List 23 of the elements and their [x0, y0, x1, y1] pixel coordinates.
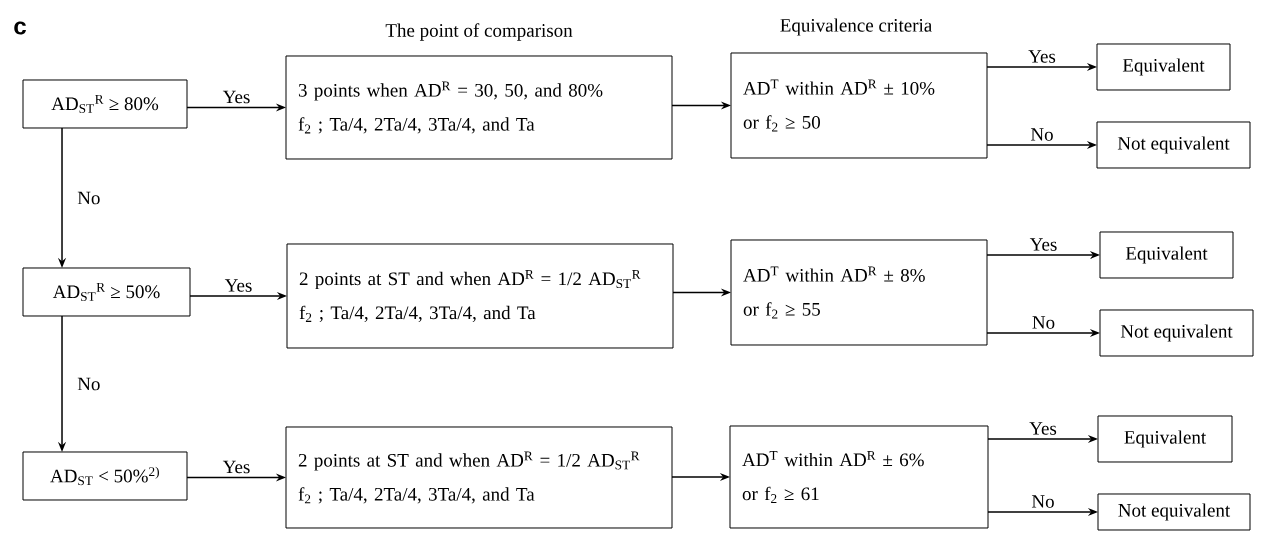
criteria-box: AD$^{T}$ within AD$^{R}$ ± 10% or f$_{2}$ ≥ 50 — [730, 52, 988, 159]
panel-letter: c — [14, 21, 26, 35]
result-box: Equivalent — [1097, 415, 1233, 463]
condition-box: AD$_{ST}$$^{R}$ ≥ 80% — [22, 79, 188, 129]
criteria-box: AD$^{T}$ within AD$^{R}$ ± 8% or f$_{2}$ ≥ 55 — [730, 239, 988, 346]
comparison-box: 3 points when AD$^{R}$ = 30, 50, and 80% f$_{2}$ ; Ta/4, 2Ta/4, 3Ta/4, and Ta — [285, 55, 673, 160]
condition-box: AD$_{ST}$ < 50%$^{2)}$ — [22, 451, 188, 501]
edge-label: Yes — [1027, 49, 1057, 64]
result-box: Not equivalent — [1099, 309, 1254, 357]
edge-label: Yes — [1028, 237, 1059, 252]
edge-label: No — [1029, 127, 1055, 142]
edge-label: Yes — [223, 278, 254, 293]
criteria-box: AD$^{T}$ within AD$^{R}$ ± 6% or f$_{2}$ ≥ 61 — [729, 425, 989, 529]
condition-box: AD$_{ST}$$^{R}$ ≥ 50% — [22, 267, 191, 317]
comparison-box: 2 points at ST and when AD$^{R}$ = 1/2 AD$_{ST}$R f$_{2}$ ; Ta/4, 2Ta/4, 3Ta/4, and Ta — [285, 426, 673, 529]
comparison-box: 2 points at ST and when AD$^{R}$ = 1/2 AD$_{ST}$R f$_{2}$ ; Ta/4, 2Ta/4, 3Ta/4, and Ta — [286, 243, 674, 349]
edge-label: No — [1030, 494, 1056, 509]
edge-label: No — [1030, 315, 1057, 330]
result-box: Equivalent — [1096, 43, 1231, 91]
result-box: Not equivalent — [1097, 493, 1251, 531]
result-box: Equivalent — [1099, 231, 1234, 279]
result-box: Not equivalent — [1096, 121, 1251, 169]
edge-label: Yes — [1028, 421, 1058, 436]
